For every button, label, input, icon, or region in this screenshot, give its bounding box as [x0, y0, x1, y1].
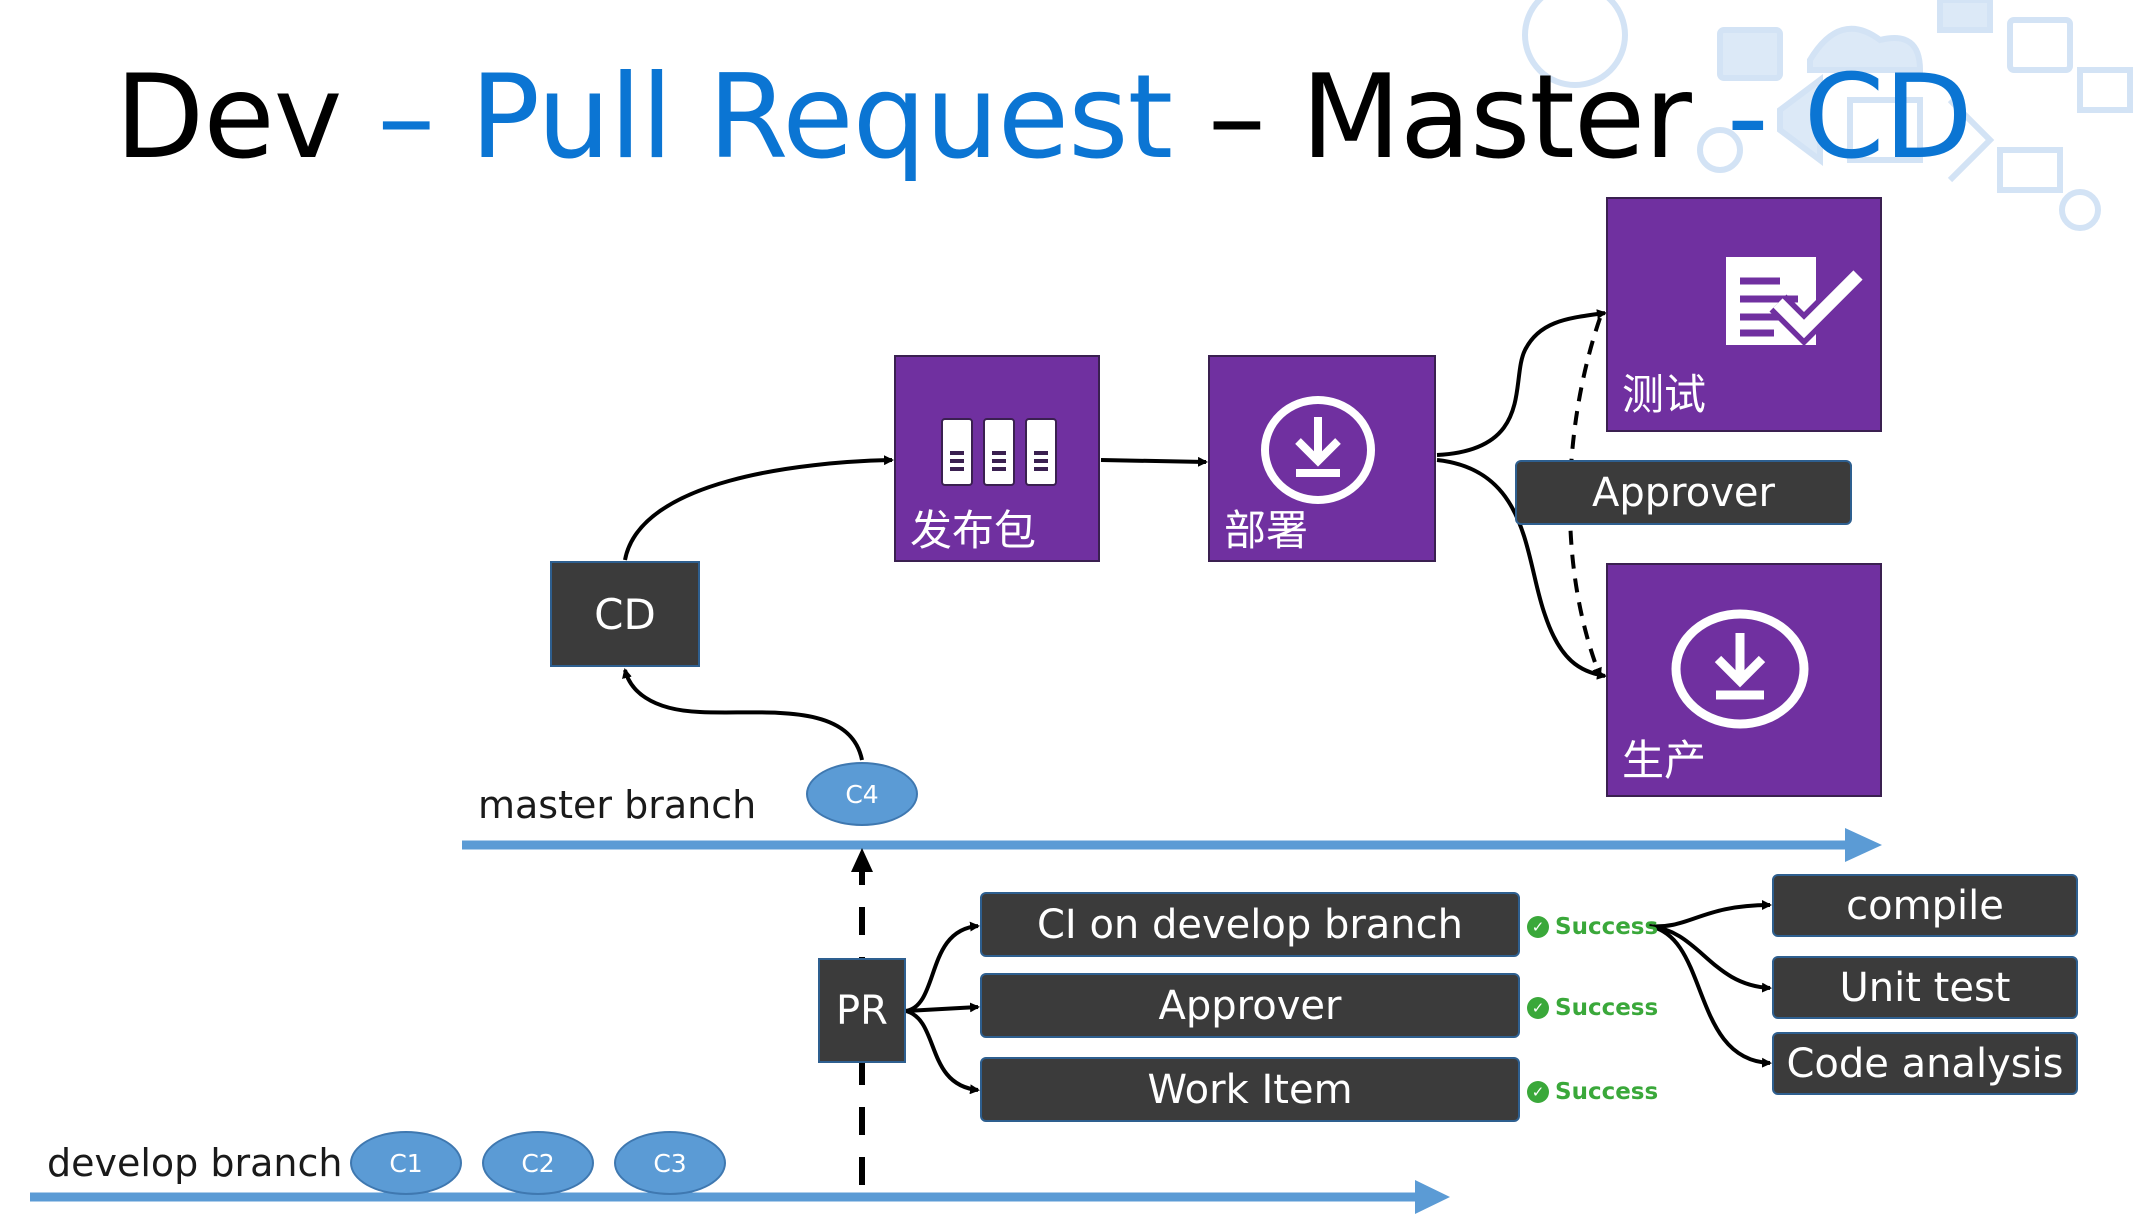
- title-separator-2: –: [1172, 50, 1301, 185]
- deploy-label: 部署: [1224, 506, 1309, 555]
- test-checklist-icon: [1726, 257, 1867, 346]
- policy-workitem-box: Work Item: [980, 1057, 1520, 1122]
- master-branch-label: master branch: [478, 783, 757, 827]
- pr-to-approver-arrow: [905, 1002, 980, 1013]
- policy-approver-label: Approver: [1158, 982, 1342, 1029]
- package-to-deploy-arrow: [1100, 456, 1208, 467]
- deploy-to-prod-arrow: [1436, 458, 1607, 680]
- pr-to-workitem-arrow: [905, 1009, 980, 1095]
- check-icon: ✓: [1527, 997, 1549, 1019]
- pr-box: PR: [818, 958, 906, 1063]
- title-dev: Dev: [115, 50, 342, 185]
- package-label: 发布包: [910, 506, 1037, 555]
- deploy-to-test-arrow: [1436, 309, 1607, 457]
- c4-to-cd-arrow: [622, 668, 864, 761]
- policy-approver-status: ✓ Success: [1527, 995, 1658, 1021]
- policy-ci-box: CI on develop branch: [980, 892, 1520, 957]
- title-pull-request: Pull Request: [470, 50, 1173, 185]
- server-icon: [941, 418, 1057, 486]
- master-branch-arrow: [462, 828, 1882, 862]
- policy-workitem-status-text: Success: [1555, 1079, 1659, 1105]
- commit-c4[interactable]: C4: [806, 762, 918, 826]
- commit-c3-label: C3: [653, 1148, 687, 1178]
- policy-ci-status: ✓ Success: [1527, 914, 1658, 940]
- title-cd: CD: [1803, 50, 1973, 185]
- title-separator-3: -: [1690, 50, 1804, 185]
- ci-to-compile-arrow: [1647, 900, 1772, 929]
- ci-step-compile: compile: [1772, 874, 2078, 937]
- policy-ci-status-text: Success: [1555, 914, 1659, 940]
- policy-workitem-label: Work Item: [1147, 1066, 1353, 1113]
- ci-step-unit-test-label: Unit test: [1839, 964, 2011, 1011]
- cd-approver-label: Approver: [1592, 469, 1775, 516]
- develop-branch-arrow: [30, 1180, 1450, 1214]
- commit-c1-label: C1: [389, 1148, 423, 1178]
- ci-step-compile-label: compile: [1846, 882, 2004, 929]
- develop-branch-label: develop branch: [47, 1141, 343, 1185]
- prod-label: 生产: [1622, 736, 1707, 785]
- commit-c1[interactable]: C1: [350, 1131, 462, 1195]
- cd-approver-box: Approver: [1515, 460, 1852, 525]
- policy-workitem-status: ✓ Success: [1527, 1079, 1658, 1105]
- check-icon: ✓: [1527, 1081, 1549, 1103]
- package-tile: 发布包: [894, 355, 1100, 562]
- commit-c2[interactable]: C2: [482, 1131, 594, 1195]
- cd-box-label: CD: [594, 589, 656, 639]
- ci-step-code-analysis-label: Code analysis: [1786, 1040, 2064, 1087]
- pr-to-ci-arrow: [905, 921, 980, 1013]
- download-icon: [1261, 396, 1375, 504]
- ci-step-unit-test: Unit test: [1772, 956, 2078, 1019]
- policy-approver-box: Approver: [980, 973, 1520, 1038]
- policy-ci-label: CI on develop branch: [1037, 901, 1463, 948]
- ci-step-code-analysis: Code analysis: [1772, 1032, 2078, 1095]
- policy-approver-status-text: Success: [1555, 995, 1659, 1021]
- background-decoration-icons: [1522, 0, 2133, 231]
- ci-to-codeanalysis-arrow: [1647, 924, 1772, 1068]
- cd-box: CD: [550, 561, 700, 667]
- title-master: Master: [1300, 50, 1692, 185]
- slide-title: Dev – Pull Request – Master - CD: [115, 60, 1973, 176]
- commit-c4-label: C4: [845, 779, 879, 809]
- prod-tile: 生产: [1606, 563, 1882, 797]
- title-separator-1: –: [341, 50, 471, 185]
- download-icon: [1671, 609, 1809, 729]
- commit-c3[interactable]: C3: [614, 1131, 726, 1195]
- deploy-tile: 部署: [1208, 355, 1436, 562]
- pr-box-label: PR: [836, 987, 888, 1034]
- test-label: 测试: [1622, 370, 1707, 419]
- commit-c2-label: C2: [521, 1148, 555, 1178]
- ci-to-unittest-arrow: [1647, 924, 1772, 993]
- test-tile: 测试: [1606, 197, 1882, 432]
- cd-to-package-arrow: [623, 455, 894, 561]
- check-icon: ✓: [1527, 916, 1549, 938]
